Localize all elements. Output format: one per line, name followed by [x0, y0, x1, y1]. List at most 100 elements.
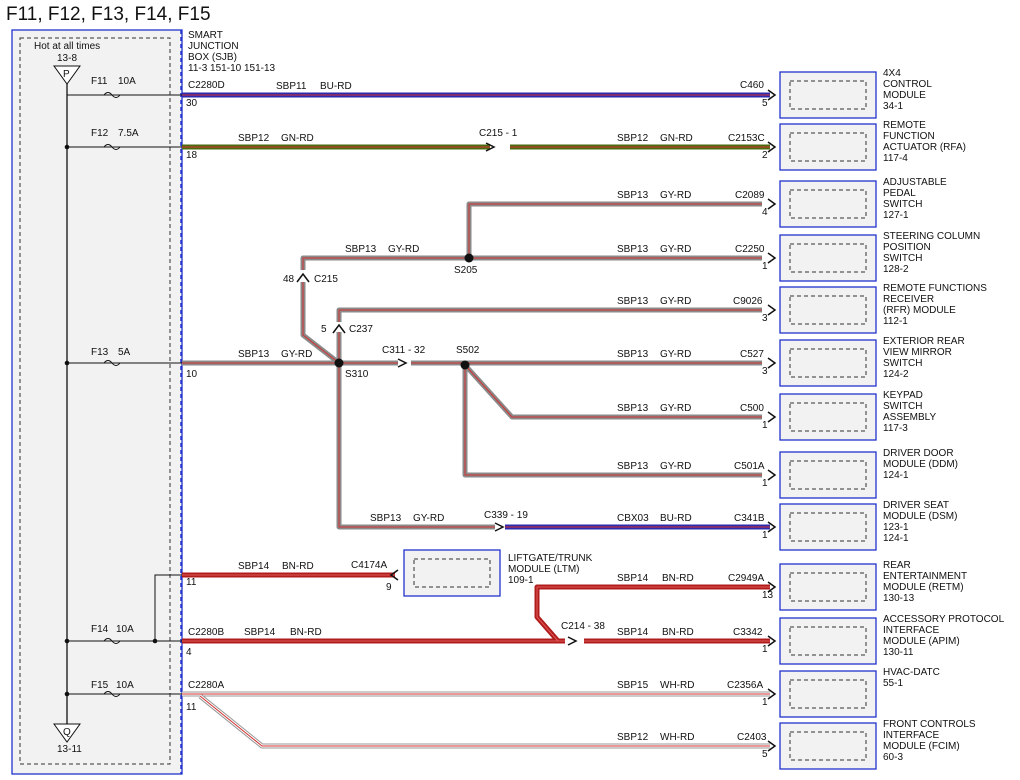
svg-text:C4174A: C4174A — [351, 560, 387, 571]
module-label-line: MODULE (FCIM) — [883, 741, 960, 752]
svg-text:SBP14: SBP14 — [238, 561, 270, 572]
module-label-line: 117-3 — [883, 423, 908, 434]
svg-text:11: 11 — [186, 577, 197, 588]
module-label-line: STEERING COLUMN — [883, 231, 980, 242]
svg-text:C237: C237 — [349, 324, 373, 335]
sjb-label-1: SMART — [188, 30, 223, 41]
svg-text:18: 18 — [186, 150, 198, 161]
module-label-line: 124-1 — [883, 533, 909, 544]
svg-text:11: 11 — [186, 702, 197, 713]
svg-text:SBP13: SBP13 — [617, 349, 649, 360]
sjb-label-3: BOX (SJB) — [188, 52, 237, 63]
svg-text:SBP14: SBP14 — [244, 627, 276, 638]
svg-text:F11: F11 — [91, 76, 108, 87]
svg-text:GY-RD: GY-RD — [413, 513, 444, 524]
splice-s310 — [334, 358, 344, 368]
svg-text:30: 30 — [186, 98, 198, 109]
sjb-bottom-pin: Q — [63, 727, 71, 738]
svg-text:SBP12: SBP12 — [617, 732, 649, 743]
svg-text:LIFTGATE/TRUNK: LIFTGATE/TRUNK — [508, 553, 593, 564]
module-label-line: PEDAL — [883, 188, 916, 199]
module-label-line: ENTERTAINMENT — [883, 571, 967, 582]
module-label-line: KEYPAD — [883, 390, 923, 401]
module-pin: 3 — [762, 313, 768, 324]
svg-text:SBP13: SBP13 — [617, 461, 649, 472]
module-pin: 1 — [762, 697, 768, 708]
svg-text:C311 - 32: C311 - 32 — [382, 345, 426, 356]
sjb-top-ref: 13-8 — [57, 53, 77, 64]
module-label-line: 124-1 — [883, 470, 909, 481]
module-pin: 2 — [762, 150, 768, 161]
svg-text:GY-RD: GY-RD — [660, 296, 691, 307]
module-label-line: FUNCTION — [883, 131, 935, 142]
module-label-line: CONTROL — [883, 79, 932, 90]
svg-text:BN-RD: BN-RD — [662, 573, 694, 584]
module-label-line: 127-1 — [883, 210, 909, 221]
module-label-line: 123-1 — [883, 522, 909, 533]
module-label-line: 124-2 — [883, 369, 909, 380]
svg-text:SBP15: SBP15 — [617, 680, 649, 691]
svg-text:C2153C: C2153C — [728, 133, 765, 144]
svg-text:C460: C460 — [740, 80, 764, 91]
svg-text:4: 4 — [186, 647, 192, 658]
module-pin: 1 — [762, 644, 768, 655]
splice-s205 — [464, 253, 474, 263]
svg-text:BU-RD: BU-RD — [320, 81, 352, 92]
svg-text:WH-RD: WH-RD — [660, 680, 694, 691]
svg-text:C2403: C2403 — [737, 732, 767, 743]
page-title: F11, F12, F13, F14, F15 — [6, 4, 211, 25]
svg-text:C2250: C2250 — [735, 244, 765, 255]
module-label-line: MODULE (APIM) — [883, 636, 960, 647]
module-label-line: ADJUSTABLE — [883, 177, 947, 188]
module-pin: 1 — [762, 530, 768, 541]
svg-text:7.5A: 7.5A — [118, 128, 139, 139]
module-label-line: 34-1 — [883, 101, 903, 112]
svg-text:10A: 10A — [116, 680, 134, 691]
svg-text:F13: F13 — [91, 347, 109, 358]
splice-s502 — [460, 360, 470, 370]
module-column: 54X4CONTROLMODULE34-12REMOTEFUNCTIONACTU… — [762, 68, 1005, 770]
svg-text:48: 48 — [283, 274, 295, 285]
svg-text:SBP13: SBP13 — [238, 349, 270, 360]
inline-connectors — [296, 142, 578, 646]
fuse-f13: F13 5A — [64, 347, 182, 366]
module-label-line: 128-2 — [883, 264, 909, 275]
module-label-line: 4X4 — [883, 68, 901, 79]
wire-sbp15-network — [182, 691, 770, 749]
sjb-box — [11, 29, 183, 775]
svg-text:SBP13: SBP13 — [345, 244, 377, 255]
module-label-line: MODULE — [883, 90, 926, 101]
svg-text:5A: 5A — [118, 347, 131, 358]
svg-text:GY-RD: GY-RD — [281, 349, 312, 360]
svg-text:GN-RD: GN-RD — [660, 133, 693, 144]
svg-text:GY-RD: GY-RD — [660, 244, 691, 255]
svg-text:GY-RD: GY-RD — [660, 461, 691, 472]
module-label-line: DRIVER DOOR — [883, 448, 954, 459]
svg-text:S205: S205 — [454, 265, 478, 276]
connector-labels: C2280D 30 18 10 11 C2280B 4 C2280A 11 C2… — [186, 80, 767, 743]
module-label-line: 117-4 — [883, 153, 908, 164]
svg-text:SBP13: SBP13 — [617, 296, 649, 307]
module-label-line: ASSEMBLY — [883, 412, 936, 423]
svg-text:SBP13: SBP13 — [617, 190, 649, 201]
pin-q-triangle — [53, 723, 81, 743]
svg-text:5: 5 — [321, 324, 327, 335]
module-pin: 1 — [762, 261, 768, 272]
module-label-line: SWITCH — [883, 401, 922, 412]
module-label-line: SWITCH — [883, 253, 922, 264]
svg-text:SBP12: SBP12 — [238, 133, 270, 144]
wire-sbp13-network — [182, 201, 762, 530]
module-ltm: C4174A 9 LIFTGATE/TRUNK MODULE (LTM) 109… — [351, 549, 593, 597]
module-label-line: (RFR) MODULE — [883, 305, 956, 316]
pin-p-triangle — [53, 65, 81, 85]
